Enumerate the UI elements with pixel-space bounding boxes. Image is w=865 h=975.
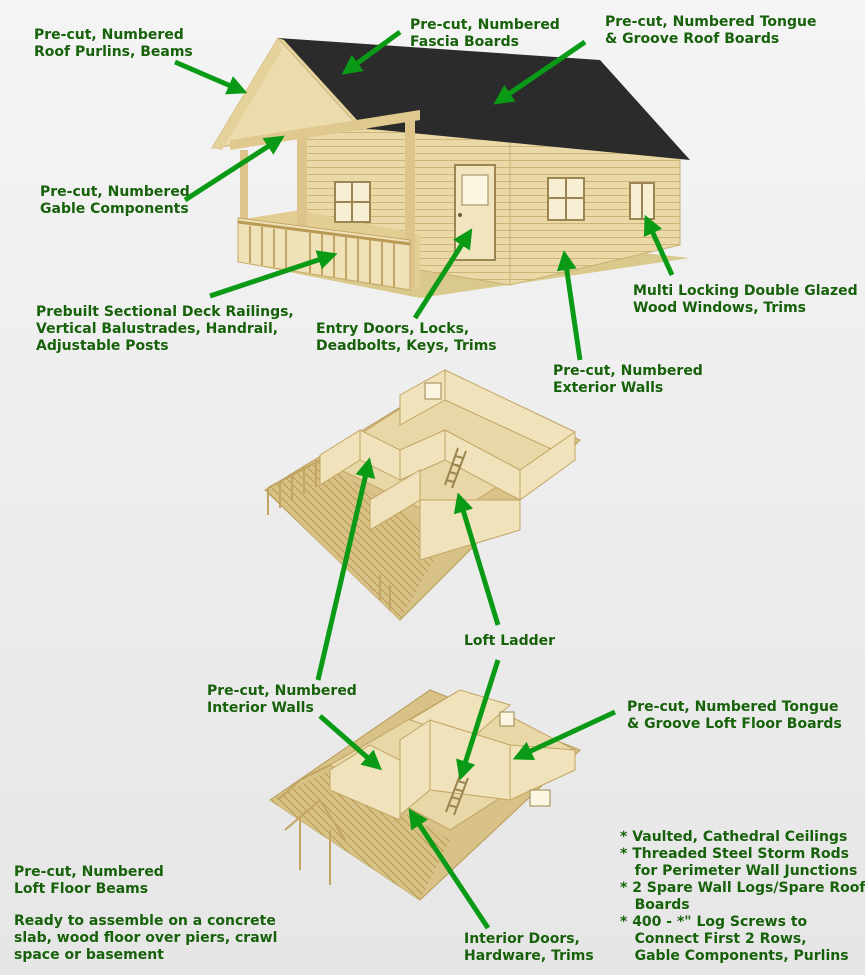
floor-plan-window (424, 382, 442, 400)
roof (278, 38, 690, 160)
feature-item: * Threaded Steel Storm Rods for Perimete… (620, 846, 858, 879)
label-fascia-boards: Pre-cut, Numbered Fascia Boards (410, 17, 560, 50)
label-loft-floor-beams: Pre-cut, Numbered Loft Floor Beams (14, 864, 164, 897)
loft-plan-illustration (269, 689, 581, 901)
fascia-right (278, 38, 368, 132)
feature-list: * Vaulted, Cathedral Ceilings * Threaded… (620, 829, 865, 965)
feature-item: * 400 - *" Log Screws to Connect First 2… (620, 914, 849, 964)
arrow-roof-purlins (174, 59, 248, 95)
side-window-2 (629, 182, 655, 220)
loft-deck (270, 770, 450, 900)
loft-window-2 (529, 789, 551, 807)
label-windows: Multi Locking Double Glazed Wood Windows… (633, 283, 858, 316)
front-window (334, 181, 371, 223)
label-entry-doors: Entry Doors, Locks, Deadbolts, Keys, Tri… (316, 321, 497, 354)
label-exterior-walls: Pre-cut, Numbered Exterior Walls (553, 363, 703, 396)
arrow-loft-ladder-down (456, 659, 501, 781)
label-roof-purlins: Pre-cut, Numbered Roof Purlins, Beams (34, 27, 193, 60)
floor-plan-deck (265, 460, 445, 620)
feature-item: * 2 Spare Wall Logs/Spare Roof Boards (620, 880, 865, 913)
porch-post-right (405, 118, 415, 288)
feature-item: * Vaulted, Cathedral Ceilings (620, 829, 848, 845)
porch-post-left (240, 150, 248, 260)
arrow-loft-floor-boards (512, 709, 617, 761)
loft-ladder (445, 774, 469, 816)
arrow-exterior-walls (556, 250, 583, 361)
floor-plan-railing (267, 459, 391, 610)
floor-plan-ladder (444, 447, 467, 489)
label-deck-railings: Prebuilt Sectional Deck Railings, Vertic… (36, 304, 294, 354)
loft-window (499, 711, 515, 727)
label-interior-walls: Pre-cut, Numbered Interior Walls (207, 683, 357, 716)
arrow-roof-boards (493, 39, 587, 105)
arrow-fascia (341, 29, 402, 75)
label-roof-boards: Pre-cut, Numbered Tongue & Groove Roof B… (605, 14, 817, 47)
arrow-interior-walls-down (318, 714, 383, 771)
arrow-deck-railings (209, 250, 338, 299)
floor-plan-illustration (264, 369, 581, 621)
label-gable-components: Pre-cut, Numbered Gable Components (40, 184, 190, 217)
label-interior-doors: Interior Doors, Hardware, Trims (464, 931, 594, 964)
arrow-loft-ladder-up (453, 492, 501, 626)
arrow-entry-doors (412, 228, 473, 320)
arrow-windows (643, 214, 675, 277)
label-loft-floor-boards: Pre-cut, Numbered Tongue & Groove Loft F… (627, 699, 842, 732)
side-window-1 (547, 177, 585, 221)
arrow-interior-doors (408, 808, 491, 930)
foundation-note: Ready to assemble on a concrete slab, wo… (14, 913, 278, 963)
loft-gable-trim (277, 764, 346, 885)
arrow-interior-walls-up (315, 457, 376, 681)
callout-arrows (174, 29, 675, 930)
label-loft-ladder: Loft Ladder (464, 633, 556, 649)
porch-post-mid (297, 130, 307, 270)
arrow-gable (183, 135, 285, 203)
